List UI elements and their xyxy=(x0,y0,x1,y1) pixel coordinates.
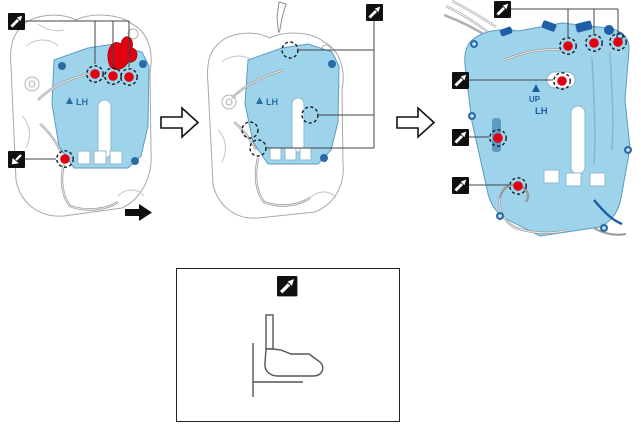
flow-arrow xyxy=(160,106,200,139)
leader-lines xyxy=(267,21,375,149)
clip-marker xyxy=(104,67,122,85)
clip-position-dashed xyxy=(301,106,319,124)
icon-glyph-tip xyxy=(460,179,467,186)
direction-arrow xyxy=(125,204,152,221)
bolt xyxy=(58,62,66,70)
icon-glyph-tip xyxy=(374,6,381,13)
clip-marker xyxy=(509,177,527,195)
door-module-panel xyxy=(51,43,150,169)
part-marking: LH xyxy=(256,97,278,107)
red-harness-clamp xyxy=(107,36,138,70)
module-cylinder xyxy=(97,99,112,159)
part-label-text: LH xyxy=(266,97,278,107)
clip-cross-section xyxy=(252,314,324,397)
icon-glyph xyxy=(15,154,22,161)
icon-glyph xyxy=(10,19,19,28)
leader-lines xyxy=(25,20,130,160)
clip-body-profile xyxy=(264,348,324,377)
panel-step-2: LH xyxy=(207,1,383,219)
icon-glyph-tip xyxy=(11,158,19,165)
flow-arrow xyxy=(396,106,436,139)
disengage-arrow-icon xyxy=(8,151,25,168)
up-arrow-mark xyxy=(532,84,540,92)
connector-block xyxy=(77,150,91,165)
connector-block xyxy=(543,169,560,184)
clip-marker xyxy=(86,65,104,83)
clip-tool-icon xyxy=(366,4,383,21)
icon-glyph-tip xyxy=(460,74,467,81)
up-arrow-mark xyxy=(66,97,73,104)
door-module-panel xyxy=(464,22,631,237)
connector-block xyxy=(93,150,107,165)
icon-glyph-tip xyxy=(287,279,295,286)
connector-block xyxy=(299,147,312,161)
clip-position-dashed xyxy=(249,139,267,157)
module-rib xyxy=(591,57,596,166)
clip-marker xyxy=(609,33,627,51)
panel-step-3: UP LH xyxy=(444,0,632,237)
bolt xyxy=(139,60,147,68)
trim-tool-pin xyxy=(276,1,287,33)
clip-tool-icon xyxy=(452,177,469,194)
up-label-text: UP xyxy=(529,95,541,104)
harness-clamps-dark xyxy=(499,20,623,226)
clip-tool-icon xyxy=(494,1,511,18)
icon-glyph xyxy=(496,7,505,16)
wire-harness xyxy=(231,68,311,207)
module-cylinder xyxy=(570,105,586,175)
icon-glyph xyxy=(454,78,463,87)
panel-step-1: LH xyxy=(8,13,152,221)
clip-marker xyxy=(553,72,571,90)
clip-marker xyxy=(120,68,138,86)
clip-tool-icon xyxy=(452,72,469,89)
module-rib xyxy=(609,51,614,151)
clip-leg xyxy=(265,314,274,350)
clip-position-dashed xyxy=(241,121,259,139)
connector-block xyxy=(269,147,282,161)
clip-marker xyxy=(559,37,577,55)
detail-box xyxy=(176,268,400,422)
clip-marker xyxy=(489,129,507,147)
clip-tool-icon xyxy=(452,129,469,146)
icon-glyph-tip xyxy=(502,3,509,10)
connector-block xyxy=(589,172,606,187)
part-marking: LH xyxy=(66,97,88,107)
door-shell-details xyxy=(21,23,145,197)
module-cylinder xyxy=(291,97,305,153)
icon-glyph-tip xyxy=(16,15,23,22)
part-label-text: LH xyxy=(76,97,88,107)
connector-block xyxy=(284,147,297,161)
icon-glyph xyxy=(454,135,463,144)
icon-glyph xyxy=(368,10,377,19)
clip-marker xyxy=(585,34,603,52)
connector-block xyxy=(565,172,582,187)
icon-glyph xyxy=(454,183,463,192)
icon-glyph-tip xyxy=(460,131,467,138)
icon-glyph xyxy=(280,283,291,294)
part-label-text: LH xyxy=(535,106,548,117)
part-marking: UP LH xyxy=(529,84,548,117)
bolts xyxy=(468,32,632,232)
bolt xyxy=(320,154,328,162)
bolt xyxy=(328,60,336,68)
clip-marker xyxy=(56,150,74,168)
clip-tool-icon xyxy=(8,13,25,30)
detail-drawing xyxy=(252,276,324,397)
up-arrow-mark xyxy=(256,97,263,104)
clip-tool-icon xyxy=(277,276,298,297)
leader-lines xyxy=(469,8,619,186)
bolt xyxy=(131,157,139,165)
clip-position-dashed xyxy=(281,41,299,59)
connector-block xyxy=(109,150,123,165)
